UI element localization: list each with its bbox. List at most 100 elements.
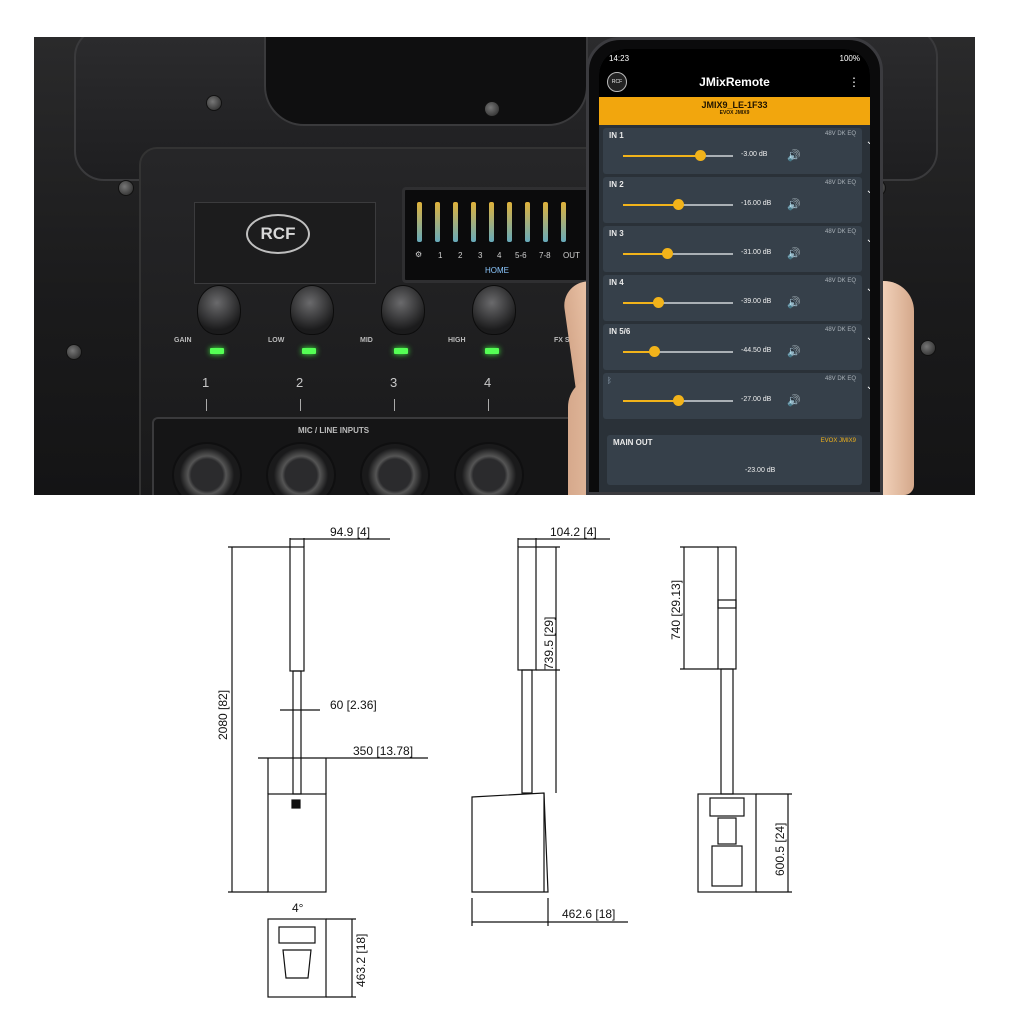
slider-fill	[623, 253, 667, 255]
speaker-icon[interactable]: 🔊	[787, 248, 801, 260]
low-knob[interactable]	[290, 285, 334, 335]
gain-knob[interactable]	[197, 285, 241, 335]
volume-slider[interactable]	[623, 150, 733, 161]
channel-tags: 48V DK EQ	[824, 229, 856, 235]
fader	[417, 202, 422, 242]
side-column	[517, 546, 537, 671]
channel-db: -27.00 dB	[741, 396, 772, 403]
mic-line-inputs-label: MIC / LINE INPUTS	[298, 426, 370, 435]
channel-db: -16.00 dB	[741, 200, 772, 207]
speaker-icon[interactable]: 🔊	[787, 297, 801, 309]
chevron-down-icon[interactable]: ⌄	[866, 332, 870, 343]
xlr-input[interactable]	[172, 442, 242, 495]
knob-label: LOW	[268, 337, 285, 344]
screen-channel-label: 5-6	[515, 251, 527, 260]
channel-db: -39.00 dB	[741, 298, 772, 305]
channel-strip[interactable]: 48V DK EQ-27.00 dB🔊⌄ᛒ	[603, 373, 870, 419]
high-knob[interactable]	[472, 285, 516, 335]
dim-total-height: 2080 [82]	[216, 690, 230, 740]
speaker-icon[interactable]: 🔊	[787, 346, 801, 358]
channel-name: IN 2	[609, 180, 624, 189]
speaker-icon[interactable]: 🔊	[787, 150, 801, 162]
channel-name: IN 1	[609, 131, 624, 140]
volume-slider[interactable]	[623, 199, 733, 210]
fader	[453, 202, 458, 242]
xlr-input[interactable]	[360, 442, 430, 495]
chevron-down-icon[interactable]: ⌄	[866, 136, 870, 147]
status-time: 14:23	[609, 53, 630, 63]
volume-slider[interactable]	[623, 395, 733, 406]
speaker-icon[interactable]: 🔊	[787, 395, 801, 407]
slider-thumb[interactable]	[662, 248, 673, 259]
channel-name: IN 3	[609, 229, 624, 238]
back-pole	[720, 668, 734, 795]
channel-tags: 48V DK EQ	[824, 278, 856, 284]
more-menu-icon[interactable]: ⋮	[848, 75, 860, 89]
slider-thumb[interactable]	[695, 150, 706, 161]
slider-fill	[623, 302, 659, 304]
channel-db: -44.50 dB	[741, 347, 772, 354]
top-view-sub	[267, 918, 327, 998]
technical-drawings: 94.9 [4] 60 [2.36] 350 [13.78] 2080 [82]…	[216, 525, 792, 998]
channel-name: IN 4	[609, 278, 624, 287]
volume-slider[interactable]	[623, 248, 733, 259]
chevron-down-icon[interactable]: ⌄	[866, 185, 870, 196]
speaker-handle	[264, 37, 588, 126]
mid-knob[interactable]	[381, 285, 425, 335]
channel-strip[interactable]: IN 4 48V DK EQ -39.00 dB 🔊 ⌄	[603, 275, 870, 321]
chevron-down-icon[interactable]: ⌄	[866, 283, 870, 294]
back-sub-display	[717, 817, 737, 845]
side-sub	[471, 792, 549, 893]
fader	[489, 202, 494, 242]
xlr-input[interactable]	[454, 442, 524, 495]
dim-back-sub-height: 600.5 [24]	[773, 823, 787, 876]
fader	[471, 202, 476, 242]
channel-tick	[394, 399, 395, 411]
app-logo: RCF	[607, 72, 627, 92]
channel-tick	[488, 399, 489, 411]
smartphone: 14:23 100% RCF JMixRemote ⋮ JMIX9_LE-1F3…	[586, 37, 883, 495]
status-bar: 14:23 100%	[599, 49, 870, 67]
device-name: JMIX9_LE-1F33	[701, 100, 768, 110]
app-header: RCF JMixRemote ⋮	[599, 67, 870, 97]
channel-tick	[300, 399, 301, 411]
front-pole	[292, 670, 302, 795]
main-out-strip[interactable]: MAIN OUT EVOX JMIX9 -23.00 dB	[607, 435, 862, 485]
channel-led	[485, 348, 499, 354]
screen-channel-label: 4	[497, 251, 502, 260]
device-banner[interactable]: JMIX9_LE-1F33 EVOX JMIX9	[599, 97, 870, 125]
dim-front-width: 94.9 [4]	[330, 525, 370, 539]
knob-label: HIGH	[448, 337, 466, 344]
xlr-input[interactable]	[266, 442, 336, 495]
screw	[118, 180, 134, 196]
volume-slider[interactable]	[623, 346, 733, 357]
channel-tags: 48V DK EQ	[824, 327, 856, 333]
back-column-slot	[717, 599, 737, 609]
channel-tags: 48V DK EQ	[824, 376, 856, 382]
screw	[66, 344, 82, 360]
volume-slider[interactable]	[623, 297, 733, 308]
chevron-down-icon[interactable]: ⌄	[866, 381, 870, 392]
speaker-icon[interactable]: 🔊	[787, 199, 801, 211]
slider-thumb[interactable]	[653, 297, 665, 308]
app-title: JMixRemote	[699, 75, 770, 89]
channel-tags: 48V DK EQ	[824, 131, 856, 137]
slider-fill	[623, 204, 678, 206]
channel-number: 3	[390, 375, 398, 390]
main-out-db: -23.00 dB	[745, 467, 776, 474]
screen-channel-label: 1	[438, 251, 443, 260]
chevron-down-icon[interactable]: ⌄	[866, 234, 870, 245]
slider-thumb[interactable]	[648, 346, 660, 357]
slider-thumb[interactable]	[673, 395, 684, 406]
jmixremote-app: 14:23 100% RCF JMixRemote ⋮ JMIX9_LE-1F3…	[599, 49, 870, 492]
knob-label: FX SE	[554, 337, 575, 344]
slider-thumb[interactable]	[673, 199, 684, 210]
screen-channel-label: 2	[458, 251, 463, 260]
fader	[543, 202, 548, 242]
main-out-label: MAIN OUT	[613, 438, 653, 447]
